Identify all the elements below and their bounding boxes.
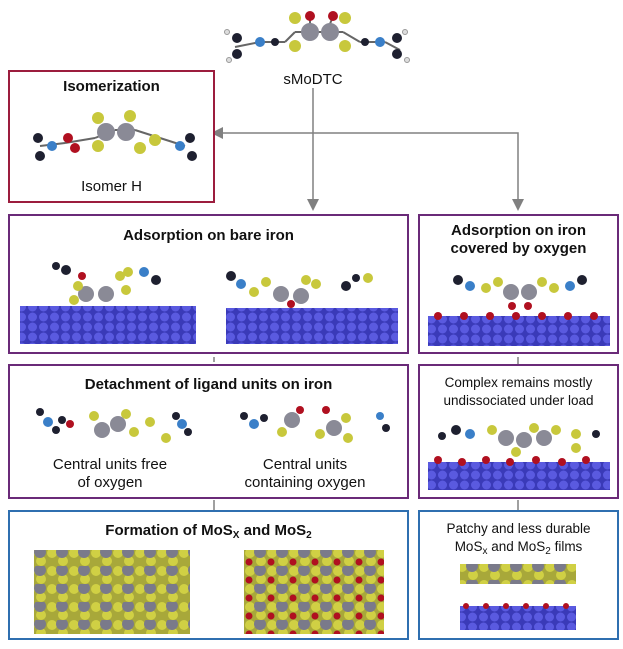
detachment-box: Detachment of ligand units on iron Centr… bbox=[8, 364, 409, 499]
arrow-to-oxygen-iron bbox=[313, 132, 524, 211]
patchy-line2-b: and MoS bbox=[487, 539, 546, 554]
detachment-right-line2: containing oxygen bbox=[244, 474, 366, 491]
patchy-line2: MoSx and MoS2 films bbox=[420, 538, 617, 560]
detached-fragments-icon bbox=[36, 406, 390, 443]
mos-film-formation-icon bbox=[34, 550, 384, 634]
isomerization-box: Isomerization Isomer H bbox=[8, 70, 215, 203]
formation-title-sub-2: 2 bbox=[306, 530, 312, 541]
isomerization-title: Isomerization bbox=[63, 78, 160, 95]
formation-box: Formation of MoSX and MoS2 bbox=[8, 510, 409, 640]
complex-box: Complex remains mostly undissociated und… bbox=[418, 364, 619, 499]
detachment-right-line1: Central units bbox=[262, 456, 348, 473]
smodtc-label: sMoDTC bbox=[283, 71, 343, 88]
oxygen-iron-title-line2: covered by oxygen bbox=[450, 240, 587, 257]
detachment-left-line2: of oxygen bbox=[77, 474, 143, 491]
formation-title-mid: and MoS bbox=[239, 522, 307, 539]
isomer-h-molecule-icon bbox=[33, 110, 197, 161]
patchy-films-icon bbox=[460, 564, 576, 630]
patchy-line1: Patchy and less durable bbox=[446, 521, 591, 536]
complex-line2: undissociated under load bbox=[443, 393, 594, 408]
patchy-box: Patchy and less durable MoSx and MoS2 fi… bbox=[418, 510, 619, 640]
bare-iron-adsorption-icon bbox=[20, 262, 398, 344]
patchy-line2-a: MoS bbox=[454, 539, 483, 554]
detachment-left-line1: Central units free bbox=[52, 456, 168, 473]
patchy-sub-x: x bbox=[482, 546, 488, 557]
detachment-title: Detachment of ligand units on iron bbox=[84, 376, 333, 393]
smodtc-molecule-icon bbox=[224, 11, 410, 63]
oxygen-iron-box: Adsorption on iron covered by oxygen bbox=[418, 214, 619, 354]
bare-iron-title: Adsorption on bare iron bbox=[123, 227, 294, 244]
formation-title-pre: Formation of MoS bbox=[105, 522, 233, 539]
patchy-sub-2: 2 bbox=[545, 546, 551, 557]
oxygen-iron-adsorption-icon bbox=[428, 275, 610, 346]
patchy-line2-c: films bbox=[550, 539, 583, 554]
formation-title: Formation of MoSX and MoS2 bbox=[10, 522, 407, 545]
bare-iron-box: Adsorption on bare iron bbox=[8, 214, 409, 354]
complex-line1: Complex remains mostly bbox=[444, 375, 593, 390]
oxygen-iron-title-line1: Adsorption on iron bbox=[451, 222, 586, 239]
complex-under-load-icon bbox=[428, 423, 610, 490]
isomer-h-label: Isomer H bbox=[81, 178, 142, 195]
formation-title-sub-x: X bbox=[232, 530, 240, 541]
